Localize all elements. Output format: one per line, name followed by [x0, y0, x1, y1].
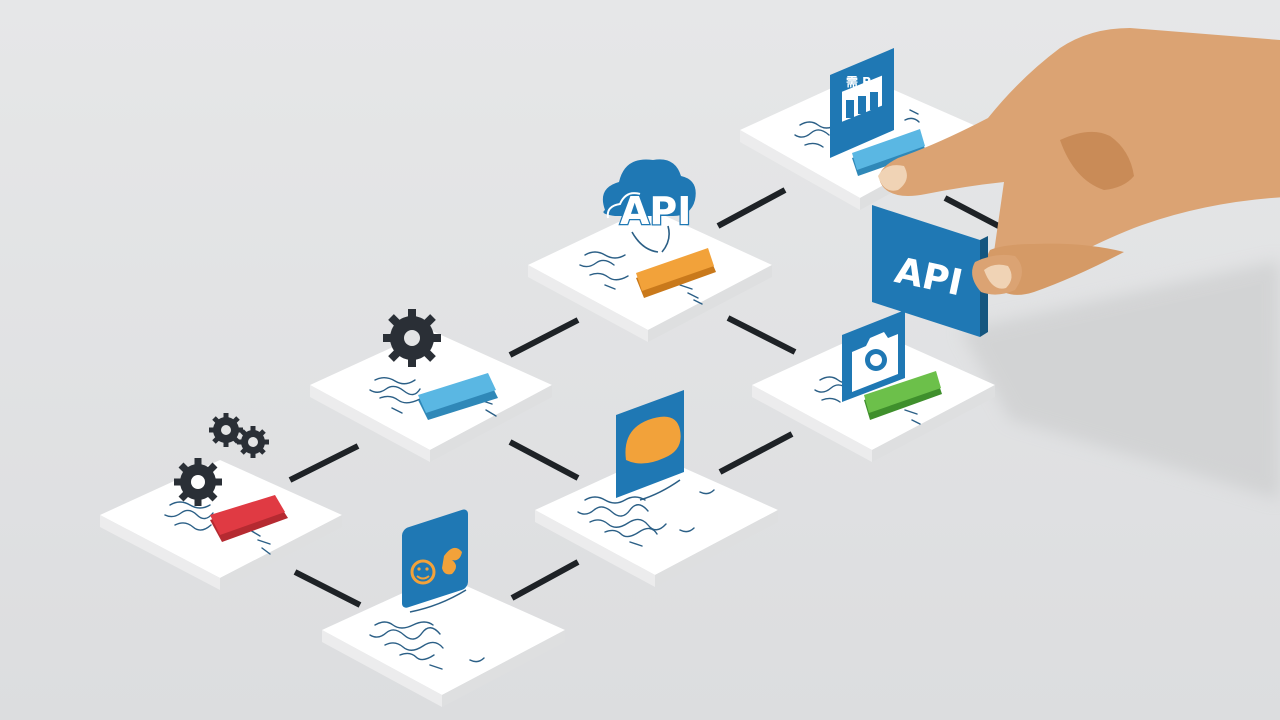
- gears-icon: [174, 413, 269, 506]
- tile-face-node: [322, 575, 565, 707]
- gear-icon: [383, 309, 441, 367]
- connector-lines: [288, 187, 1012, 608]
- camera-sign-icon: [842, 310, 905, 402]
- connector-line: [293, 569, 362, 608]
- connector-line: [508, 439, 580, 481]
- hand-shadow: [960, 260, 1280, 500]
- orange-chip: [636, 248, 716, 298]
- fingernail: [984, 264, 1012, 289]
- smiley-sign-icon: [402, 509, 468, 613]
- green-chip: [864, 371, 942, 420]
- blue-chip: [418, 373, 498, 420]
- connector-line: [716, 187, 787, 229]
- tile-blob-node: [535, 455, 778, 587]
- red-chip: [210, 495, 288, 542]
- orange-blob-sign-icon: [616, 390, 684, 501]
- cloud-api-label: API: [620, 189, 691, 233]
- top-sign-label: 需 P: [846, 75, 871, 89]
- tile-gear-node: [310, 330, 552, 462]
- connector-line: [726, 315, 797, 355]
- light-blue-chip: [852, 129, 926, 176]
- connector-line: [718, 431, 794, 475]
- api-cloud-icon: API: [602, 159, 696, 253]
- connector-line: [288, 443, 360, 483]
- squiggle-textures: [164, 109, 921, 670]
- connector-line: [510, 559, 580, 601]
- connector-line: [508, 317, 580, 358]
- chart-sign-icon: 需 P: [830, 48, 894, 158]
